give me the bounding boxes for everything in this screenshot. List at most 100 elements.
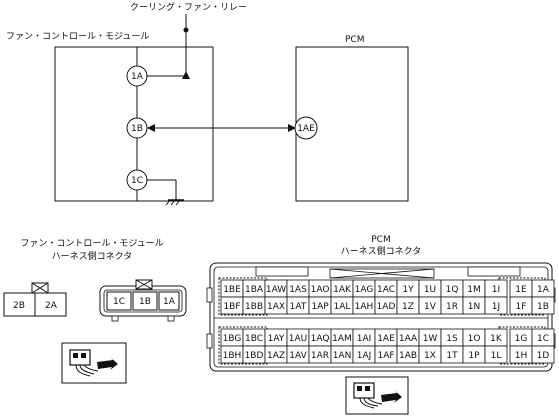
svg-text:2B: 2B (13, 301, 25, 311)
pcm-pin-1Q: 1Q (440, 279, 464, 298)
svg-text:1BE: 1BE (223, 285, 241, 295)
pcm-pin-1N: 1N (462, 296, 486, 315)
pcm-pin-1T: 1T (440, 345, 464, 364)
svg-text:1Y: 1Y (402, 285, 414, 295)
svg-text:1M: 1M (467, 285, 481, 295)
pcm-pin-1A: 1A (531, 279, 555, 298)
svg-text:1H: 1H (515, 351, 528, 361)
pcm-pin-1G: 1G (509, 328, 533, 347)
svg-text:1AI: 1AI (357, 334, 372, 344)
svg-text:1N: 1N (468, 302, 480, 312)
svg-text:1E: 1E (515, 285, 527, 295)
svg-text:1K: 1K (490, 334, 503, 344)
pcm-pin-1F: 1F (509, 296, 533, 315)
pcm-pin-1AE: 1AE (374, 328, 398, 347)
pcm-pin-1AT: 1AT (286, 296, 310, 315)
svg-text:1AB: 1AB (399, 351, 417, 361)
pcm-connector-subtitle: ハーネス側コネクタ (341, 245, 422, 257)
pcm-pin-1E: 1E (509, 279, 533, 298)
pcm-pin-1AO: 1AO (308, 279, 332, 298)
connector-view-icon (61, 342, 127, 384)
svg-text:1AX: 1AX (267, 302, 285, 312)
svg-text:1AS: 1AS (289, 285, 307, 295)
pcm-pin-1O: 1O (462, 328, 486, 347)
svg-text:1F: 1F (516, 302, 527, 312)
svg-text:1AE: 1AE (377, 334, 395, 344)
svg-text:1S: 1S (446, 334, 458, 344)
svg-text:1X: 1X (424, 351, 436, 361)
svg-text:1B: 1B (537, 302, 549, 312)
fan-small-connector: 2B 2A (3, 282, 67, 317)
svg-text:1J: 1J (492, 302, 500, 312)
svg-text:1AW: 1AW (266, 285, 286, 295)
svg-text:2A: 2A (45, 301, 58, 311)
signal-wire (147, 124, 296, 132)
svg-text:1AQ: 1AQ (311, 334, 330, 344)
pcm-pin-1AJ: 1AJ (352, 345, 376, 364)
pcm-pin-1AG: 1AG (352, 279, 376, 298)
svg-text:1C: 1C (131, 176, 143, 186)
svg-text:1AP: 1AP (311, 302, 329, 312)
svg-text:1C: 1C (113, 297, 125, 307)
pcm-pin-1AY: 1AY (264, 328, 288, 347)
svg-text:1AG: 1AG (355, 285, 374, 295)
svg-text:1V: 1V (424, 302, 437, 312)
svg-text:1BD: 1BD (245, 351, 264, 361)
pcm-pin-1BC: 1BC (242, 328, 266, 347)
svg-text:1B: 1B (139, 297, 151, 307)
svg-text:1BF: 1BF (223, 302, 240, 312)
svg-text:1AA: 1AA (399, 334, 418, 344)
svg-text:1BH: 1BH (223, 351, 242, 361)
fan-connector-subtitle: ハーネス側コネクタ (52, 250, 133, 262)
pcm-pin-1BH: 1BH (220, 345, 244, 364)
svg-text:1BB: 1BB (245, 302, 263, 312)
svg-text:1C: 1C (537, 334, 549, 344)
pcm-pin-1AW: 1AW (264, 279, 288, 298)
pcm-pin-1AS: 1AS (286, 279, 310, 298)
svg-text:1AT: 1AT (290, 302, 307, 312)
pcm-pin-1B: 1B (531, 296, 555, 315)
svg-text:1AV: 1AV (289, 351, 307, 361)
pcm-pin-1BF: 1BF (220, 296, 244, 315)
svg-text:1AC: 1AC (377, 285, 395, 295)
pcm-pin-1I: 1I (484, 279, 508, 298)
node-1AE: 1AE (294, 116, 318, 140)
pcm-pin-1P: 1P (462, 345, 486, 364)
svg-text:1BC: 1BC (245, 334, 263, 344)
svg-text:1O: 1O (468, 334, 481, 344)
pcm-pin-1BB: 1BB (242, 296, 266, 315)
svg-text:1G: 1G (515, 334, 528, 344)
pcm-pin-1AX: 1AX (264, 296, 288, 315)
pcm-pin-1AC: 1AC (374, 279, 398, 298)
svg-text:1A: 1A (163, 297, 176, 307)
svg-text:1AF: 1AF (377, 351, 394, 361)
pcm-pin-1BG: 1BG (220, 328, 244, 347)
svg-text:1R: 1R (446, 302, 458, 312)
pcm-pin-1AQ: 1AQ (308, 328, 332, 347)
fan-3pin-connector: 1C 1B 1A (99, 279, 187, 322)
svg-text:1AN: 1AN (333, 351, 352, 361)
svg-text:1AM: 1AM (332, 334, 352, 344)
svg-text:1U: 1U (424, 285, 436, 295)
pcm-pin-1AK: 1AK (330, 279, 354, 298)
pcm-pin-1AP: 1AP (308, 296, 332, 315)
svg-text:1AO: 1AO (311, 285, 330, 295)
pcm-pin-1K: 1K (484, 328, 508, 347)
pcm-pin-1AV: 1AV (286, 345, 310, 364)
pcm-connector-title: PCM (371, 235, 390, 245)
pcm-pin-1H: 1H (509, 345, 533, 364)
svg-text:1Z: 1Z (402, 302, 414, 312)
fan-module-label: ファン・コントロール・モジュール (6, 32, 149, 42)
pcm-pin-1AR: 1AR (308, 345, 332, 364)
svg-text:1AJ: 1AJ (357, 351, 372, 361)
pcm-connector-view-icon (345, 376, 409, 415)
svg-text:1AZ: 1AZ (267, 351, 285, 361)
pcm-pin-1AD: 1AD (374, 296, 398, 315)
pcm-pin-1AA: 1AA (396, 328, 420, 347)
pcm-pin-1AN: 1AN (330, 345, 354, 364)
node-1B: 1B (126, 117, 148, 139)
svg-text:1AK: 1AK (333, 285, 352, 295)
svg-text:1BA: 1BA (245, 285, 264, 295)
svg-text:1AD: 1AD (377, 302, 396, 312)
